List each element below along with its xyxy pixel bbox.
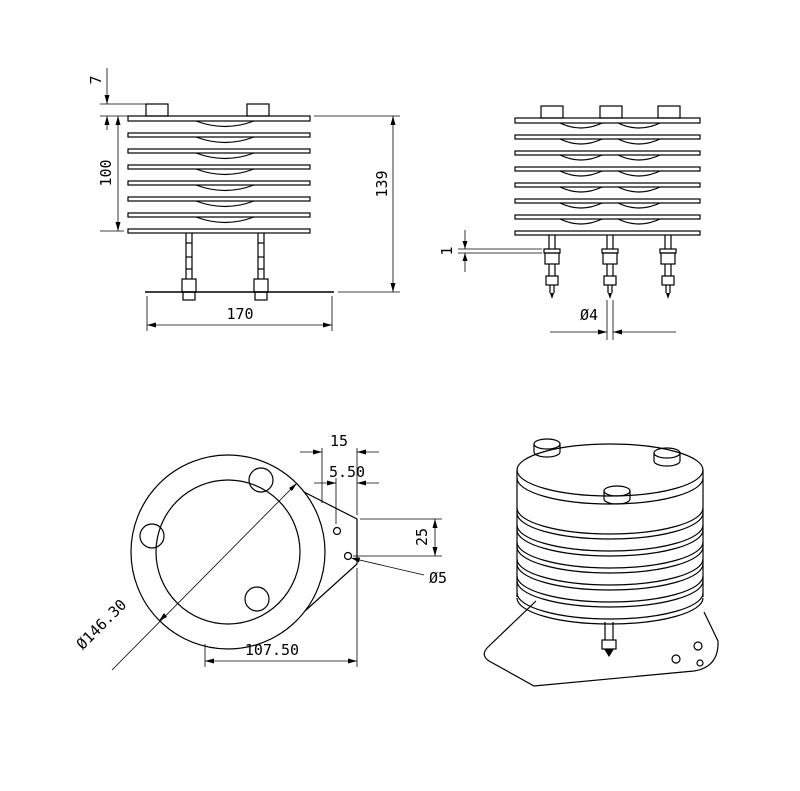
top-plate — [514, 117, 701, 124]
bolt-end-right — [254, 291, 268, 301]
iso-top-knobs — [533, 438, 681, 505]
nut — [545, 275, 559, 286]
louver-plate — [127, 196, 311, 202]
washer — [659, 248, 677, 254]
louver-dome-edge — [195, 152, 255, 160]
dimension-tab-width: 15 — [300, 432, 379, 515]
dim-washer-thickness-label: 1 — [438, 246, 456, 255]
louver-plate — [514, 166, 701, 172]
dimension-washer-thickness: 1 — [438, 230, 542, 272]
knob-top — [533, 438, 561, 450]
bracket-tab-outline — [303, 491, 358, 612]
dim-cap-height-label: 7 — [87, 75, 105, 84]
dim-hole-spacing-label: 25 — [413, 528, 431, 546]
plate-hole — [696, 659, 704, 667]
top-rim-thickness — [516, 477, 704, 505]
louver-plate — [127, 180, 311, 186]
louver-dome-edge — [195, 200, 255, 208]
mounting-hole — [244, 586, 270, 612]
louver-plate — [127, 212, 311, 218]
front-mounting-rods — [181, 233, 269, 301]
louver-plate — [127, 228, 311, 234]
dimension-bolt-diameter: Ø4 — [550, 300, 676, 340]
louver-dome-edge — [195, 168, 255, 176]
side-louver-stack — [514, 105, 701, 236]
isometric-view — [483, 438, 719, 687]
top-spacer — [599, 105, 623, 119]
dim-overall-height-label: 139 — [373, 170, 391, 197]
louver-plate — [514, 150, 701, 156]
dim-tab-width-label: 15 — [330, 432, 348, 450]
dimension-overall-height: 139 — [314, 115, 400, 293]
dim-bolt-diameter-label: Ø4 — [580, 306, 598, 324]
iso-shield-body — [516, 443, 704, 625]
nut — [661, 275, 675, 286]
dim-tab-hole-diameter-label: Ø5 — [429, 569, 447, 587]
louver-plate — [127, 164, 311, 170]
bolt-nut — [601, 639, 617, 650]
nut-right — [253, 278, 269, 293]
nut — [603, 275, 617, 286]
bolt-end-left — [182, 291, 196, 301]
top-spacer-left — [145, 103, 169, 117]
bolt-tip — [604, 649, 614, 657]
louver-plate — [514, 198, 701, 204]
dimension-cap-height: 7 — [87, 68, 146, 130]
louver-plate — [127, 132, 311, 138]
nut — [544, 252, 560, 265]
flange-outer-circle — [130, 454, 326, 650]
knob-top — [603, 485, 631, 497]
louver-plate — [514, 182, 701, 188]
washer — [543, 248, 561, 254]
louver-plate — [514, 214, 701, 220]
louver-plate — [514, 230, 701, 236]
plate-hole — [671, 654, 681, 664]
dim-flange-diameter-label: Ø146.30 — [73, 596, 130, 653]
plate-hole — [693, 641, 703, 651]
bracket-plate-outline — [483, 600, 719, 687]
iso-bracket-plate — [483, 600, 719, 687]
tab-hole — [332, 526, 342, 536]
louver-plate — [127, 148, 311, 154]
front-view: 7 100 139 170 — [87, 68, 400, 331]
iso-center-bolt — [601, 622, 617, 657]
top-spacer — [657, 105, 681, 119]
tab-hole — [343, 551, 353, 561]
side-view: 1 Ø4 — [438, 105, 701, 340]
top-rim — [516, 443, 704, 497]
dimension-tab-hole-diameter: Ø5 — [350, 557, 447, 587]
dim-mount-span-label: 107.50 — [245, 641, 299, 659]
nut-left — [181, 278, 197, 293]
nut — [660, 252, 676, 265]
mounting-hole — [139, 523, 165, 549]
mounting-hole — [248, 467, 274, 493]
louver-dome-edge — [195, 136, 255, 144]
louver-plate — [514, 134, 701, 140]
louver-dome-edge — [195, 120, 255, 128]
top-spacer-right — [246, 103, 270, 117]
dimension-louver-height: 100 — [97, 116, 124, 232]
dimension-hole-spacing: 25 — [353, 518, 442, 557]
top-spacer — [540, 105, 564, 119]
dimension-hole-edge-offset: 5.50 — [314, 463, 379, 524]
louver-dome-edge — [195, 216, 255, 224]
top-plate — [127, 115, 311, 122]
nut — [602, 252, 618, 265]
dimension-base-width: 170 — [146, 296, 333, 331]
dimension-mount-span: 107.50 — [204, 568, 358, 667]
dim-hole-edge-offset-label: 5.50 — [329, 463, 365, 481]
dim-base-width-label: 170 — [226, 305, 253, 323]
dim-louver-height-label: 100 — [97, 159, 115, 186]
front-louver-stack — [127, 103, 311, 234]
side-mounting-bolts — [543, 235, 677, 299]
flange-inner-circle — [155, 479, 301, 625]
bottom-view: 15 5.50 25 Ø5 Ø146.30 — [73, 432, 447, 671]
washer — [601, 248, 619, 254]
louver-dome-edge — [195, 184, 255, 192]
